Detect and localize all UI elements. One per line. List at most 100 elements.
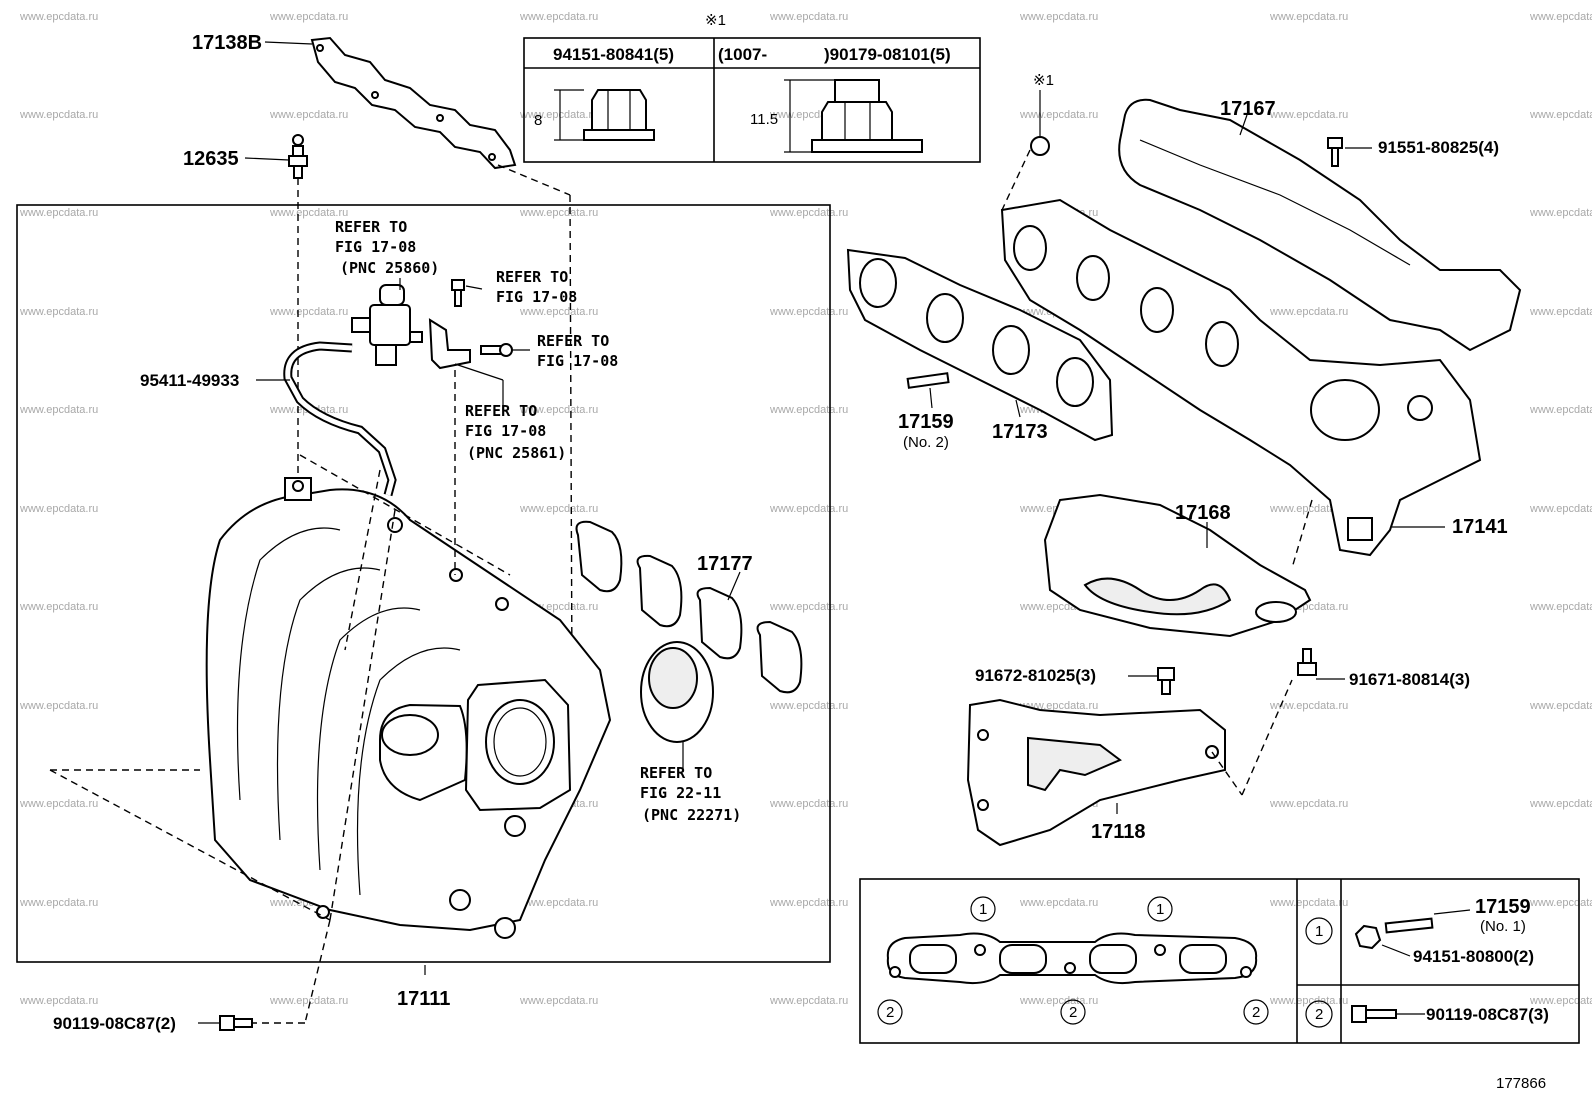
watermark-text: www.epcdata.ru (519, 897, 598, 909)
watermark-text: www.epcdata.ru (769, 404, 848, 416)
legend-marker-2b: 2 (1069, 1004, 1077, 1021)
watermark-text: www.epcdata.ru (519, 503, 598, 515)
svg-text:FIG 17-08: FIG 17-08 (335, 238, 416, 256)
figure-id: 177866 (1496, 1075, 1546, 1092)
watermark-text: www.epcdata.ru (19, 11, 98, 23)
watermark-text: www.epcdata.ru (519, 11, 598, 23)
watermark-text: www.epcdata.ru (19, 404, 98, 416)
watermark-text: www.epcdata.ru (1269, 503, 1348, 515)
watermark-text: www.epcdata.ru (19, 798, 98, 810)
svg-text:(PNC 25860): (PNC 25860) (340, 259, 439, 277)
watermark-text: www.epcdata.ru (1269, 700, 1348, 712)
watermark-text: www.epcdata.ru (1529, 404, 1592, 416)
part-17177-label[interactable]: 17177 (697, 553, 753, 575)
part-17168-label[interactable]: 17168 (1175, 502, 1231, 524)
part-17159-no2-label[interactable]: 17159 (898, 411, 954, 433)
svg-text:FIG 17-08: FIG 17-08 (537, 352, 618, 370)
svg-text:FIG 17-08: FIG 17-08 (465, 422, 546, 440)
svg-text:(PNC 22271): (PNC 22271) (642, 806, 741, 824)
watermark-text: www.epcdata.ru (769, 601, 848, 613)
part-17167-label[interactable]: 17167 (1220, 98, 1276, 120)
part-91671-80814-3-label[interactable]: 91671-80814(3) (1349, 670, 1470, 689)
watermark-text: www.epcdata.ru (769, 306, 848, 318)
watermark-text: www.epcdata.ru (769, 700, 848, 712)
part-17173-label[interactable]: 17173 (992, 421, 1048, 443)
watermark-text: www.epcdata.ru (1269, 11, 1348, 23)
refer-to-fig-22-11-pnc-22271[interactable]: REFER TO FIG 22-11 (PNC 22271) (640, 764, 741, 824)
nut-dim-11-5: 11.5 (750, 111, 778, 128)
refer-to-fig-17-08-pnc-25861[interactable]: REFER TO FIG 17-08 (PNC 25861) (465, 402, 566, 462)
heat-insulator-17168-drawing (1043, 493, 1312, 638)
part-17118-label[interactable]: 17118 (1091, 821, 1146, 843)
bolt-91672-drawing (1157, 667, 1175, 695)
watermark-text: www.epcdata.ru (1529, 306, 1592, 318)
gasket-17177-drawing (575, 520, 803, 694)
bolt-91671-drawing (1297, 648, 1317, 676)
svg-text:(PNC 25861): (PNC 25861) (467, 444, 566, 462)
watermark-text: www.epcdata.ru (19, 207, 98, 219)
watermark-text: www.epcdata.ru (519, 109, 598, 121)
svg-text:FIG 22-11: FIG 22-11 (640, 784, 721, 802)
part-17111-label[interactable]: 17111 (397, 988, 450, 1010)
watermark-text: www.epcdata.ru (1529, 503, 1592, 515)
watermark-text: www.epcdata.ru (1269, 798, 1348, 810)
svg-text:REFER TO: REFER TO (335, 218, 407, 236)
gasket-17173-drawing (846, 248, 1114, 442)
part-91551-80825-4-label[interactable]: 91551-80825(4) (1378, 138, 1499, 157)
bolt-91551-drawing (1327, 137, 1343, 167)
watermark-text: www.epcdata.ru (769, 11, 848, 23)
watermark-text: www.epcdata.ru (1019, 109, 1098, 121)
legend-key-1: 1 (1315, 923, 1323, 940)
watermark-text: www.epcdata.ru (1269, 995, 1348, 1007)
watermark-text: www.epcdata.ru (1019, 897, 1098, 909)
marker-nut-label: ※1 (1033, 72, 1054, 89)
legend-marker-2a: 2 (886, 1004, 894, 1021)
svg-text:REFER TO: REFER TO (537, 332, 609, 350)
part-17159-no2-sub: (No. 2) (903, 434, 949, 451)
stud-17159-no2-drawing (906, 372, 950, 389)
part-17138b-label[interactable]: 17138B (192, 32, 262, 54)
watermark-text: www.epcdata.ru (269, 11, 348, 23)
watermark-text: www.epcdata.ru (19, 306, 98, 318)
refer-to-fig-17-08-screw[interactable]: REFER TO FIG 17-08 (537, 332, 618, 370)
refer-to-fig-17-08-bolt[interactable]: REFER TO FIG 17-08 (496, 268, 577, 306)
watermark-text: www.epcdata.ru (769, 798, 848, 810)
watermark-text: www.epcdata.ru (1269, 109, 1348, 121)
part-95411-49933-label[interactable]: 95411-49933 (140, 371, 239, 390)
refer-to-fig-17-08-pnc-25860[interactable]: REFER TO FIG 17-08 (PNC 25860) (335, 218, 439, 277)
intake-manifold-drawing (205, 477, 612, 939)
svg-text:REFER TO: REFER TO (640, 764, 712, 782)
watermark-text: www.epcdata.ru (19, 897, 98, 909)
watermark-text: www.epcdata.ru (1019, 995, 1098, 1007)
part-90119-08c87-2-label[interactable]: 90119-08C87(2) (53, 1014, 176, 1033)
watermark-text: www.epcdata.ru (1529, 11, 1592, 23)
watermark-text: www.epcdata.ru (1529, 897, 1592, 909)
part-17141-label[interactable]: 17141 (1452, 516, 1508, 538)
watermark-text: www.epcdata.ru (769, 207, 848, 219)
part-17159-no1-label[interactable]: 17159 (1475, 896, 1531, 918)
legend-key-2: 2 (1315, 1006, 1323, 1023)
watermark-text: www.epcdata.ru (519, 995, 598, 1007)
watermark-text: www.epcdata.ru (1529, 109, 1592, 121)
watermark-text: www.epcdata.ru (519, 207, 598, 219)
legend-marker-1a: 1 (979, 901, 987, 918)
watermark-text: www.epcdata.ru (1269, 306, 1348, 318)
part-94151-80800-2-label[interactable]: 94151-80800(2) (1413, 947, 1534, 966)
watermark-text: www.epcdata.ru (1529, 207, 1592, 219)
part-90119-08c87-3-label[interactable]: 90119-08C87(3) (1426, 1005, 1549, 1024)
part-12635-label[interactable]: 12635 (183, 148, 239, 170)
watermark-text: www.epcdata.ru (1529, 601, 1592, 613)
throttle-screen-drawing (640, 641, 714, 743)
part-91672-81025-3-label[interactable]: 91672-81025(3) (975, 666, 1096, 685)
vsv-sensor-drawing (351, 279, 513, 370)
bolt-90119-left-drawing (219, 1015, 253, 1031)
watermark-text: www.epcdata.ru (269, 109, 348, 121)
bracket-17118-drawing (966, 698, 1226, 847)
svg-text:FIG 17-08: FIG 17-08 (496, 288, 577, 306)
gasket-17138b-drawing (310, 36, 517, 170)
svg-text:REFER TO: REFER TO (465, 402, 537, 420)
watermark-text: www.epcdata.ru (769, 897, 848, 909)
watermark-text: www.epcdata.ru (19, 503, 98, 515)
gasket-position-legend: 1 1 2 2 2 1 2 (859, 878, 1580, 1044)
